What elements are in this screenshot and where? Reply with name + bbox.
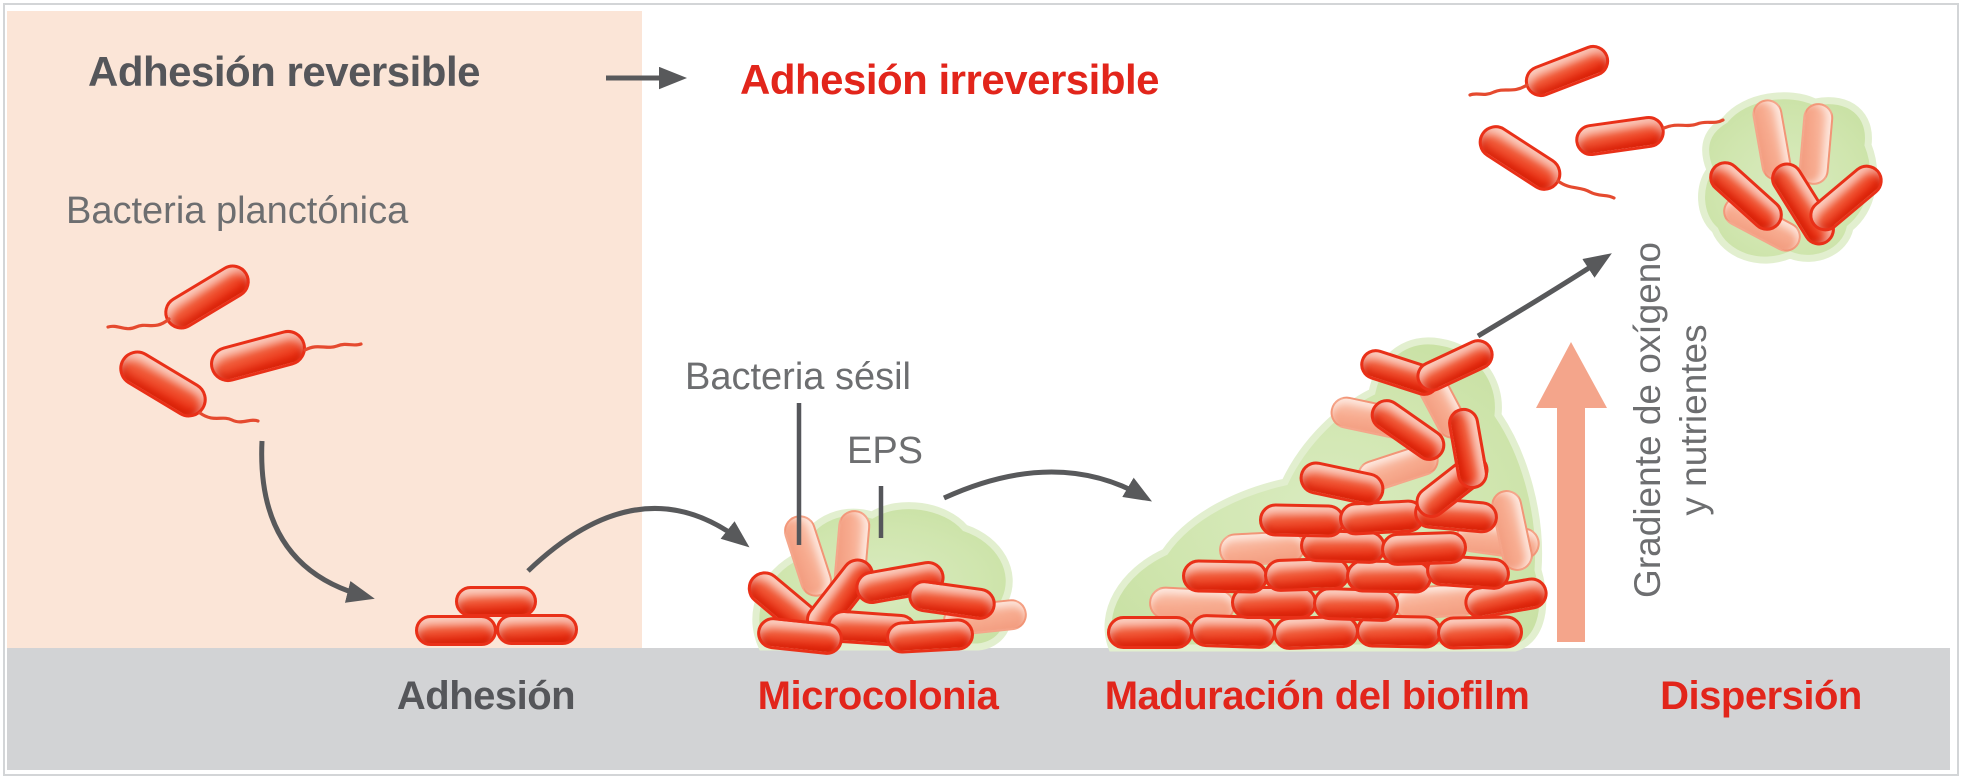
bacterium-icon (415, 614, 497, 646)
stage-label-adhesion: Adhesión (396, 674, 576, 718)
microcolony-to-biofilm-arrow-icon (942, 469, 1153, 502)
heading-reversible-adhesion: Adhesión reversible (88, 48, 480, 95)
adhesion-to-microcolony-arrow-icon (526, 506, 750, 573)
settling-arrow-icon (259, 440, 375, 603)
oxygen-gradient-label-line2: y nutrientes (1673, 324, 1714, 516)
sessile-bacteria-label: Bacteria sésil (685, 356, 911, 398)
stage-label-dispersion: Dispersión (1660, 674, 1862, 718)
bacterium-icon (496, 613, 578, 645)
biofilm-to-dispersion-arrow-icon (1476, 253, 1612, 339)
bacterium-icon (455, 585, 537, 617)
oxygen-gradient-label: Gradiente de oxígeno y nutrientes (1625, 210, 1717, 630)
oxygen-gradient-label-line1: Gradiente de oxígeno (1627, 242, 1668, 598)
reversible-adhesion-panel (7, 11, 642, 648)
planktonic-bacteria-label: Bacteria planctónica (66, 190, 409, 232)
heading-irreversible-adhesion: Adhesión irreversible (740, 56, 1160, 103)
stage-label-maturation: Maduración del biofilm (1104, 674, 1530, 718)
substrate-surface-bar (7, 648, 1950, 770)
flagella-icons (106, 83, 1725, 424)
eps-label: EPS (846, 430, 924, 472)
oxygen-gradient-arrow-icon (1536, 342, 1607, 642)
stage-label-microcolony: Microcolonia (757, 674, 999, 718)
